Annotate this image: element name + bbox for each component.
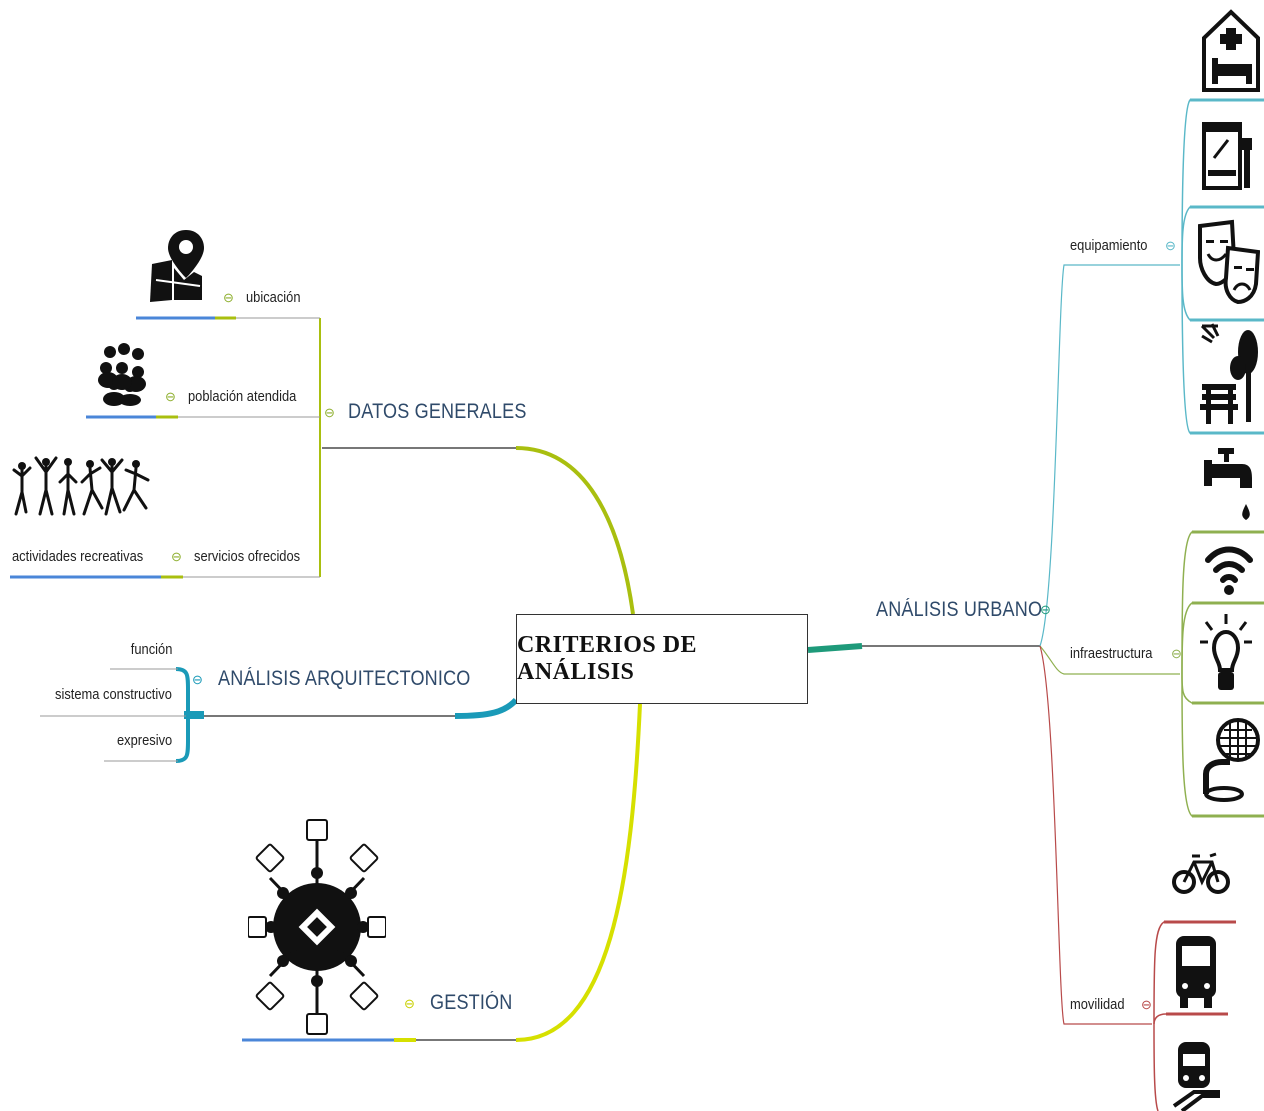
node-equipamiento[interactable]: equipamiento	[1070, 237, 1148, 254]
collapse-infraestructura-icon[interactable]: ⊖	[1171, 646, 1182, 661]
branch-label-datos-generales[interactable]: DATOS GENERALES	[348, 400, 527, 423]
node-ubicacion[interactable]: ubicación	[246, 289, 301, 306]
node-funcion[interactable]: función	[130, 641, 172, 658]
branch-label-gestion[interactable]: GESTIÓN	[430, 991, 513, 1014]
central-topic-label: CRITERIOS DE ANÁLISIS	[517, 632, 698, 685]
node-poblacion-atendida[interactable]: población atendida	[188, 388, 297, 405]
collapse-poblacion-icon[interactable]: ⊖	[165, 389, 176, 404]
branch-label-analisis-arquitectonico[interactable]: ANÁLISIS ARQUITECTONICO	[218, 667, 471, 690]
node-infraestructura[interactable]: infraestructura	[1070, 645, 1153, 662]
water-tap-icon	[1204, 448, 1252, 520]
collapse-datos-generales-icon[interactable]: ⊖	[324, 405, 335, 420]
lightbulb-icon	[1200, 614, 1252, 690]
collapse-ubicacion-icon[interactable]: ⊖	[223, 290, 234, 305]
hospital-icon	[1202, 9, 1260, 92]
collapse-movilidad-icon[interactable]: ⊖	[1141, 997, 1152, 1012]
collapse-analisis-arquitectonico-icon[interactable]: ⊖	[192, 672, 203, 687]
node-expresivo[interactable]: expresivo	[116, 732, 172, 749]
collapse-analisis-urbano-icon[interactable]: ⊖	[1040, 602, 1051, 617]
map-pin-icon	[150, 230, 204, 302]
train-icon	[1172, 1042, 1220, 1111]
bicycle-icon	[1172, 852, 1230, 894]
dancing-people-icon	[12, 456, 150, 516]
node-servicios-ofrecidos[interactable]: servicios ofrecidos	[194, 548, 301, 565]
node-movilidad[interactable]: movilidad	[1070, 996, 1125, 1013]
branch-gestion	[515, 703, 642, 1042]
collapse-servicios-icon[interactable]: ⊖	[171, 549, 182, 564]
central-topic[interactable]: CRITERIOS DE ANÁLISIS	[516, 614, 808, 704]
management-gear-icon	[248, 819, 386, 1035]
people-group-icon	[98, 343, 146, 406]
collapse-equipamiento-icon[interactable]: ⊖	[1165, 238, 1176, 253]
branch-datos-generales	[515, 446, 635, 615]
park-bench-icon	[1200, 323, 1258, 424]
node-sistema-constructivo[interactable]: sistema constructivo	[55, 686, 172, 703]
collapse-gestion-icon[interactable]: ⊖	[404, 996, 415, 1011]
drainage-icon	[1203, 718, 1260, 802]
node-actividades-recreativas[interactable]: actividades recreativas	[12, 548, 144, 565]
bus-stop-icon	[1202, 122, 1252, 190]
branch-analisis-arquitectonico	[454, 697, 519, 719]
theater-masks-icon	[1198, 219, 1260, 304]
wifi-icon	[1205, 546, 1253, 595]
branch-label-analisis-urbano[interactable]: ANÁLISIS URBANO	[876, 598, 1043, 621]
bus-icon	[1176, 936, 1216, 1008]
